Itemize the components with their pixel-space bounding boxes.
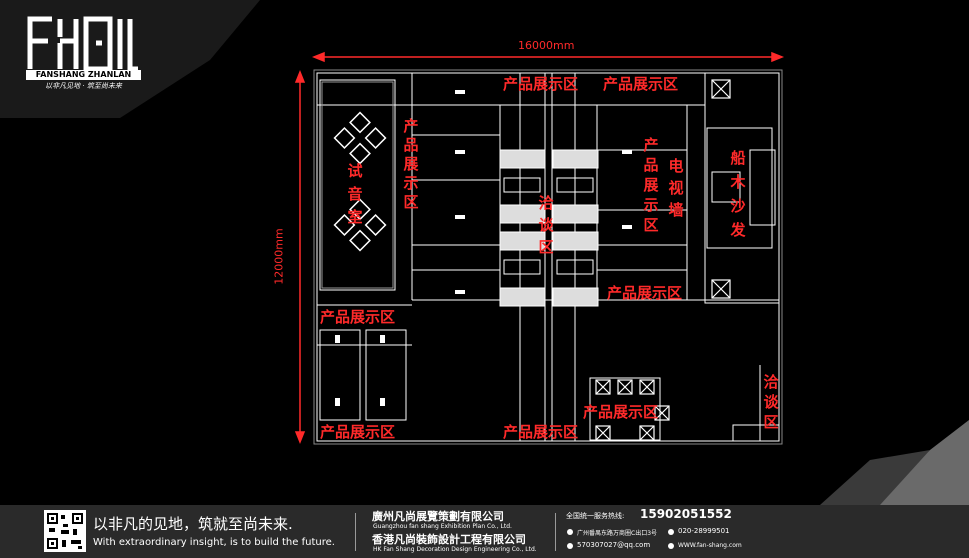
zone-top-product-2: 产品展示区 — [603, 75, 679, 93]
footer-address: 广州番禺东路万商圈C出口3号 — [577, 530, 658, 537]
zone-top-product-1: 产品展示区 — [503, 75, 579, 93]
brand-logo: FANSHANG ZHANLAN 以非凡见地 · 筑至尚未来 — [26, 13, 141, 90]
company2-name-en: HK Fan Shang Decoration Design Engineeri… — [373, 546, 537, 553]
zone-bottom-right-product: 产品展示区 — [583, 403, 659, 421]
zone-bottom-left-product: 产品展示区 — [320, 423, 396, 441]
phone-icon — [668, 529, 674, 535]
zone-boat-sofa: 船木沙发 — [730, 149, 746, 239]
web-icon — [668, 543, 674, 549]
email-icon — [567, 543, 573, 549]
company2-name-cn: 香港凡尚裝飾設計工程有限公司 — [372, 533, 526, 546]
location-icon — [567, 529, 573, 535]
footer-slogan-en: With extraordinary insight, is to build … — [93, 537, 335, 548]
footer-qq: 570307027@qq.com — [577, 541, 651, 549]
hotline-label: 全国统一服务热线: — [566, 512, 625, 520]
company-name-cn: 廣州凡尚展覽策劃有限公司 — [372, 510, 504, 523]
zone-audition-room: 试音室 — [347, 162, 363, 226]
zone-tv-wall: 电视墙 — [668, 157, 684, 219]
brand-name: FANSHANG ZHANLAN — [26, 70, 141, 80]
zone-right-product-vertical: 产品展示区 — [643, 136, 659, 234]
zone-left-mid-product: 产品展示区 — [320, 308, 396, 326]
zone-left-product-vertical: 产品展示区 — [403, 117, 419, 211]
qr-code-icon — [44, 510, 86, 552]
height-dimension: 12000mm — [272, 228, 286, 285]
footer-divider — [355, 513, 356, 551]
footer-divider-2 — [555, 513, 556, 551]
zone-mid-right-product: 产品展示区 — [607, 284, 683, 302]
zone-negotiation-right: 洽谈区 — [763, 373, 779, 431]
footer-slogan-cn: 以非凡的见地，筑就至尚未来. — [93, 515, 293, 533]
hotline-number: 15902051552 — [640, 507, 732, 521]
footer-website[interactable]: WWW.fan-shang.com — [678, 542, 742, 549]
footer-bar: 以非凡的见地，筑就至尚未来. With extraordinary insigh… — [0, 505, 969, 558]
footer-phone: 020-28999501 — [678, 527, 730, 535]
company-name-en: Guangzhou fan shang Exhibition Plan Co.,… — [373, 523, 512, 530]
zone-negotiation-center: 洽谈区 — [538, 194, 554, 256]
zone-bottom-center-product: 产品展示区 — [503, 423, 579, 441]
brand-tagline: 以非凡见地 · 筑至尚未来 — [45, 82, 122, 90]
logo-mark-icon — [27, 16, 138, 72]
width-dimension: 16000mm — [518, 39, 575, 52]
floor-plan — [294, 51, 785, 445]
